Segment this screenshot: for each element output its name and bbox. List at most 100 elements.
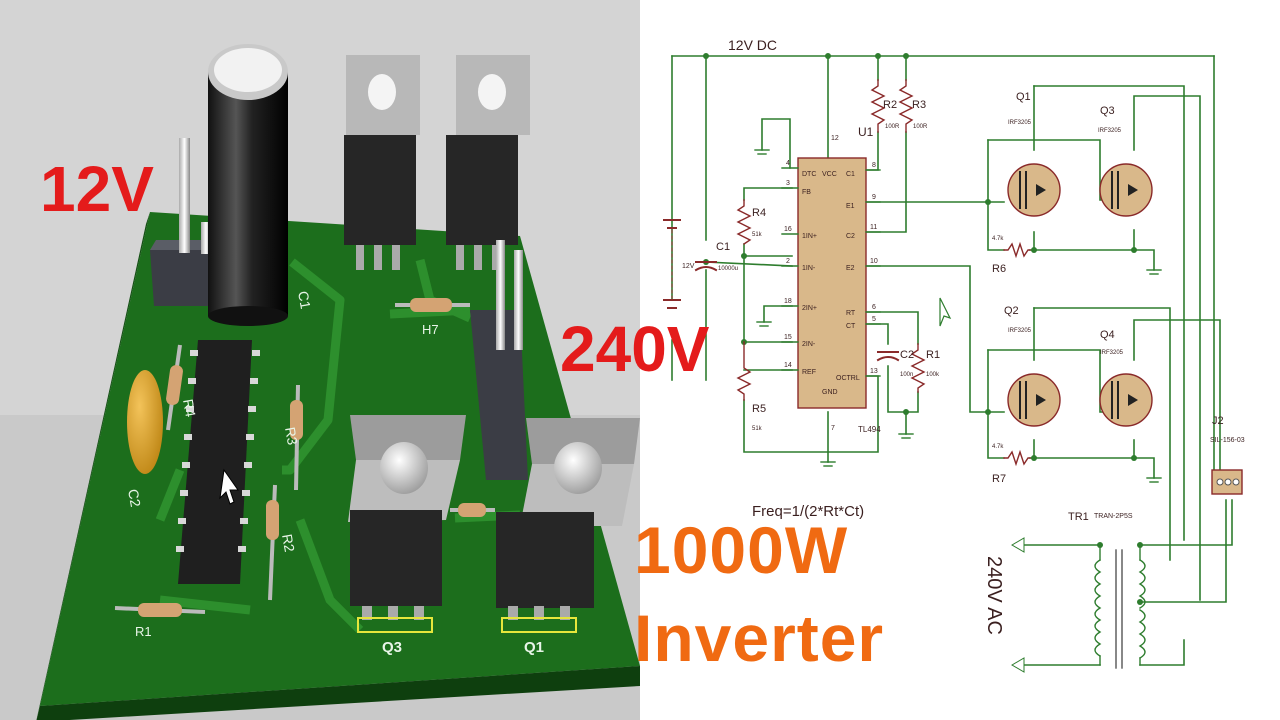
ic-gnd-num: 7: [831, 425, 835, 432]
ic-pin-num-2: 2: [786, 258, 790, 265]
ic-pin-num-5: 5: [872, 316, 876, 323]
r3-label: R3: [912, 99, 926, 111]
q3-label: Q3: [1100, 105, 1115, 117]
ac-output-label: 240V AC: [983, 556, 1005, 635]
mosfet-q3: Q3 IRF3205: [1098, 105, 1153, 217]
r2-value: 100R: [885, 124, 900, 130]
ic-part: TL494: [858, 425, 881, 434]
title-inverter: Inverter: [634, 601, 885, 675]
ic-pin-1inm: 1IN-: [802, 265, 816, 272]
ic-pin-num-9: 9: [872, 194, 876, 201]
pcb-silk-c1: C1: [295, 290, 314, 311]
r7-value: 4.7k: [992, 444, 1004, 450]
r5-label: R5: [752, 403, 766, 415]
pcb-mosfet-top-right: [446, 55, 530, 270]
pcb-terminal-12v: [150, 138, 220, 306]
q1-label: Q1: [1016, 91, 1031, 103]
ic-u1: U1 TL494 VCC 12 GND 7 DTC FB 1IN+ 1IN- 2…: [781, 125, 881, 434]
mosfet-q4: Q4 IRF3205: [1099, 329, 1153, 427]
ic-pin-num-3: 3: [786, 180, 790, 187]
c1-label: C1: [716, 241, 730, 253]
ic-pin-ct: CT: [846, 323, 856, 330]
ic-pin-num-13: 13: [870, 368, 878, 375]
resistor-r7: [1003, 449, 1031, 467]
ic-pin-num-6: 6: [872, 304, 876, 311]
r6-value: 4.7k: [992, 236, 1004, 242]
ic-pin-2inp: 2IN+: [802, 305, 817, 312]
mosfet-q1: Q1 IRF3205: [1007, 91, 1061, 217]
ic-vcc-num: 12: [831, 135, 839, 142]
ic-pin-e1: E1: [846, 203, 855, 210]
capacitor-c1: C1 10000u: [694, 241, 738, 272]
pcb-capacitor-c2: C2: [125, 370, 163, 508]
r7-label: R7: [992, 473, 1006, 485]
q3-part: IRF3205: [1098, 128, 1122, 134]
c1-value: 10000u: [718, 266, 738, 272]
ic-pin-num-10: 10: [870, 258, 878, 265]
schematic-resistors: [736, 79, 1031, 467]
pcb-resistor-r3: R3: [282, 384, 303, 491]
capacitor-c2: C2 100n: [876, 349, 914, 378]
pcb-silk-r3: R3: [282, 426, 301, 447]
resistor-r5: [736, 341, 752, 401]
cursor-icon: [939, 297, 952, 327]
j2-part: SIL-156-03: [1210, 437, 1245, 444]
pcb-resistor-h7: H7: [395, 298, 470, 337]
ic-pin-1inp: 1IN+: [802, 233, 817, 240]
tr1-label: TR1: [1068, 511, 1089, 523]
ic-pin-octrl: OCTRL: [836, 375, 860, 382]
mosfet-q2: Q2 IRF3205: [1004, 305, 1061, 427]
pcb-mosfet-top-left: [344, 55, 420, 270]
ic-vcc: VCC: [822, 171, 837, 178]
ic-gnd: GND: [822, 389, 838, 396]
pcb-capacitor-c1: C1: [208, 44, 314, 326]
ic-pin-num-15: 15: [784, 334, 792, 341]
pcb-silk-r2: R2: [279, 533, 298, 554]
q4-part: IRF3205: [1100, 350, 1124, 356]
label-240v: 240V: [560, 313, 710, 385]
resistor-r4: [736, 199, 752, 245]
ic-pin-e2: E2: [846, 265, 855, 272]
schematic: 12V DC U1 TL494 VCC 12 GND 7 DTC FB 1IN+…: [640, 0, 1280, 720]
supply-label: 12V DC: [728, 37, 777, 53]
connector-j2: J2 SIL-156-03: [1210, 415, 1245, 495]
resistor-r6: [1003, 241, 1031, 259]
label-12v: 12V: [40, 153, 154, 225]
resistor-r2: [870, 79, 886, 133]
tr1-part: TRAN-2P5S: [1094, 513, 1133, 520]
resistor-r3: [898, 79, 914, 133]
q2-label: Q2: [1004, 305, 1019, 317]
r1-label: R1: [926, 349, 940, 361]
j2-label: J2: [1212, 415, 1224, 427]
r5-value: 51k: [752, 426, 763, 432]
ground-symbols: [754, 149, 1162, 483]
pcb-silk-q1: Q1: [524, 639, 544, 656]
pcb-silk-r4: R4: [180, 398, 199, 419]
ic-pin-ref: REF: [802, 369, 816, 376]
resistor-r1: [910, 343, 926, 393]
pcb-terminal-240v: [470, 240, 528, 480]
q2-part: IRF3205: [1008, 328, 1032, 334]
frequency-formula: Freq=1/(2*Rt*Ct): [752, 503, 864, 520]
battery: 12V: [663, 219, 695, 309]
pcb-silk-r1: R1: [135, 624, 152, 639]
r3-value: 100R: [913, 124, 928, 130]
r1-value: 100k: [926, 372, 940, 378]
transformer-tr1: TR1 TRAN-2P5S 240V AC: [983, 511, 1146, 673]
ic-pin-dtc: DTC: [802, 171, 816, 178]
ic-pin-fb: FB: [802, 189, 811, 196]
pcb-silk-c2: C2: [125, 488, 144, 509]
pcb-resistor-r4: R4: [166, 344, 199, 431]
ic-pin-2inm: 2IN-: [802, 341, 816, 348]
pcb-3d-view: C1 H7: [0, 0, 640, 720]
ic-pin-rt: RT: [846, 310, 856, 317]
ic-pin-c1: C1: [846, 171, 855, 178]
r4-label: R4: [752, 207, 766, 219]
schematic-junctions: [703, 53, 1143, 605]
ic-pin-num-14: 14: [784, 362, 792, 369]
ic-pin-num-11: 11: [870, 224, 877, 231]
pcb-resistor-r1: R1: [114, 603, 206, 639]
pcb-resistor-small: [450, 503, 495, 517]
ic-pin-c2: C2: [846, 233, 855, 240]
ic-pin-num-4: 4: [786, 160, 790, 167]
